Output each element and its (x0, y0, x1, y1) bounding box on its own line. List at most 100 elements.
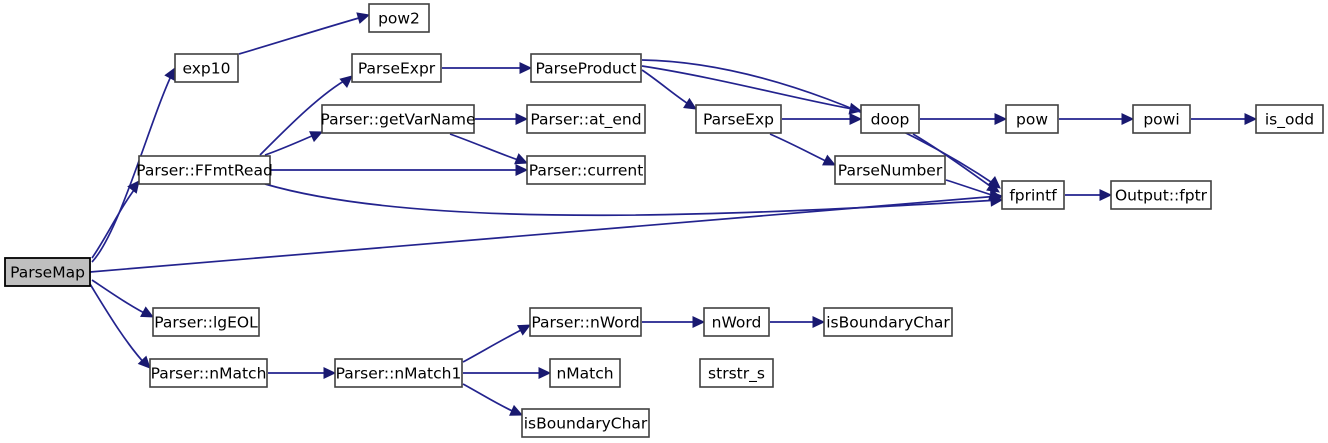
graph-node-parsenumber[interactable]: ParseNumber (834, 155, 946, 185)
node-box[interactable] (860, 104, 920, 134)
graph-node-parsemap[interactable]: ParseMap (4, 257, 91, 287)
call-edge (463, 367, 552, 379)
edge-line (238, 15, 367, 55)
graph-node-fprintf[interactable]: fprintf (1001, 180, 1065, 210)
arrowhead-icon (514, 153, 529, 165)
node-box[interactable] (529, 307, 642, 337)
arrowhead-icon (356, 12, 371, 24)
graph-node-nmatch[interactable]: nMatch (549, 358, 621, 388)
edge-line (462, 326, 528, 363)
arrowhead-icon (339, 75, 353, 88)
edge-line (769, 133, 833, 165)
call-edge (641, 69, 697, 110)
graph-node-isboundarycharbot[interactable]: isBoundaryChar (521, 408, 650, 438)
arrowhead-icon (515, 164, 529, 176)
call-edge (271, 164, 529, 176)
call-edge (782, 113, 863, 125)
graph-node-nmatch1[interactable]: Parser::nMatch1 (334, 358, 463, 388)
node-box[interactable] (368, 3, 430, 33)
arrowhead-icon (683, 97, 697, 110)
edges-layer (89, 12, 1258, 416)
node-box[interactable] (152, 307, 260, 337)
node-box[interactable] (1005, 104, 1059, 134)
node-box[interactable] (334, 358, 463, 388)
graph-node-parseexp[interactable]: ParseExp (695, 104, 782, 134)
node-box[interactable] (4, 257, 91, 287)
call-edge (920, 113, 1008, 125)
graph-node-pow[interactable]: pow (1005, 104, 1059, 134)
arrowhead-icon (140, 306, 155, 318)
graph-node-nword[interactable]: nWord (703, 307, 770, 337)
node-box[interactable] (174, 53, 239, 83)
node-box[interactable] (351, 53, 442, 83)
edge-line (462, 383, 520, 415)
graph-node-output-fptr[interactable]: Output::fptr (1110, 180, 1212, 210)
node-box[interactable] (703, 307, 770, 337)
graph-node-is-odd[interactable]: is_odd (1255, 104, 1324, 134)
arrowhead-icon (1099, 189, 1113, 201)
call-edge (1191, 113, 1258, 125)
graph-node-current[interactable]: Parser::current (526, 155, 646, 185)
graph-node-ffmtread[interactable]: Parser::FFmtRead (136, 155, 273, 185)
call-edge (259, 75, 353, 156)
arrowhead-icon (309, 131, 324, 143)
edge-line (264, 132, 320, 156)
graph-node-parseproduct[interactable]: ParseProduct (530, 53, 642, 83)
call-edge (641, 59, 1001, 189)
graph-node-powi[interactable]: powi (1132, 104, 1191, 134)
graph-node-pow2[interactable]: pow2 (368, 3, 430, 33)
arrowhead-icon (822, 154, 837, 166)
node-box[interactable] (526, 104, 646, 134)
node-box[interactable] (521, 408, 650, 438)
node-box[interactable] (1132, 104, 1191, 134)
arrowhead-icon (517, 324, 532, 336)
node-box[interactable] (834, 155, 946, 185)
node-box[interactable] (1001, 180, 1065, 210)
node-box[interactable] (530, 53, 642, 83)
node-box[interactable] (526, 155, 646, 185)
graph-node-exp10[interactable]: exp10 (174, 53, 239, 83)
edge-line (264, 183, 1000, 217)
graph-node-at-end[interactable]: Parser::at_end (526, 104, 646, 134)
node-box[interactable] (138, 155, 271, 185)
edge-line (91, 185, 138, 259)
node-box[interactable] (699, 358, 774, 388)
arrowhead-icon (137, 355, 151, 369)
call-edge (442, 62, 533, 74)
edge-line (259, 77, 350, 156)
node-box[interactable] (321, 104, 475, 134)
call-edge (945, 179, 1003, 201)
node-box[interactable] (695, 104, 782, 134)
arrowhead-icon (509, 404, 524, 416)
graph-node-strstr-s[interactable]: strstr_s (699, 358, 774, 388)
arrowhead-icon (812, 316, 826, 328)
call-edge (91, 279, 155, 318)
node-box[interactable] (1255, 104, 1324, 134)
graph-node-lgeol[interactable]: Parser::lgEOL (152, 307, 260, 337)
call-edge (89, 191, 1004, 273)
arrowhead-icon (988, 188, 1003, 201)
graph-node-isboundarychartop[interactable]: isBoundaryChar (823, 307, 953, 337)
call-edge (449, 133, 529, 165)
arrowhead-icon (1244, 113, 1258, 125)
graph-node-parseexpr[interactable]: ParseExpr (351, 53, 442, 83)
node-box[interactable] (549, 358, 621, 388)
call-edge (642, 316, 706, 328)
arrowhead-icon (519, 62, 533, 74)
node-box[interactable] (823, 307, 953, 337)
graph-node-getvarname[interactable]: Parser::getVarName (320, 104, 476, 134)
call-edge (770, 316, 826, 328)
edge-line (641, 69, 694, 108)
arrowhead-icon (323, 367, 337, 379)
call-edge (264, 183, 1004, 217)
call-edge (1059, 113, 1135, 125)
graph-node-nmatchm[interactable]: Parser::nMatch (149, 358, 268, 388)
call-edge (475, 113, 529, 125)
node-box[interactable] (149, 358, 268, 388)
graph-node-doop[interactable]: doop (860, 104, 920, 134)
graph-node-nwordp[interactable]: Parser::nWord (529, 307, 642, 337)
node-box[interactable] (1110, 180, 1212, 210)
arrowhead-icon (538, 367, 552, 379)
